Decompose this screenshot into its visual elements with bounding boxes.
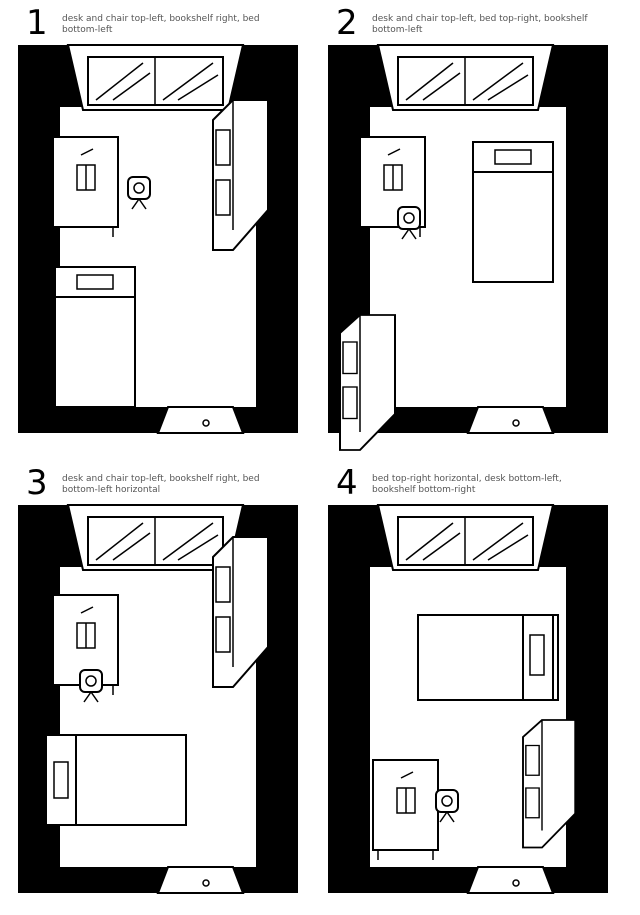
panel-4-layout-caption: bed top-right horizontal, desk bottom-le… — [372, 474, 562, 495]
room-2 — [327, 44, 609, 451]
panel-2-label: 2 — [336, 3, 358, 43]
panel-3-layout-caption: desk and chair top-left, bookshelf right… — [62, 474, 260, 495]
panel-1-layout-caption: desk and chair top-left, bookshelf right… — [62, 14, 260, 35]
room-1 — [17, 44, 299, 434]
room-3 — [17, 504, 299, 894]
panel-2-layout-caption: desk and chair top-left, bed top-right, … — [372, 14, 588, 35]
panel-3-label: 3 — [26, 463, 48, 503]
panel-4-label: 4 — [336, 463, 358, 503]
panel-1-label: 1 — [26, 3, 48, 43]
room-4 — [327, 504, 609, 894]
